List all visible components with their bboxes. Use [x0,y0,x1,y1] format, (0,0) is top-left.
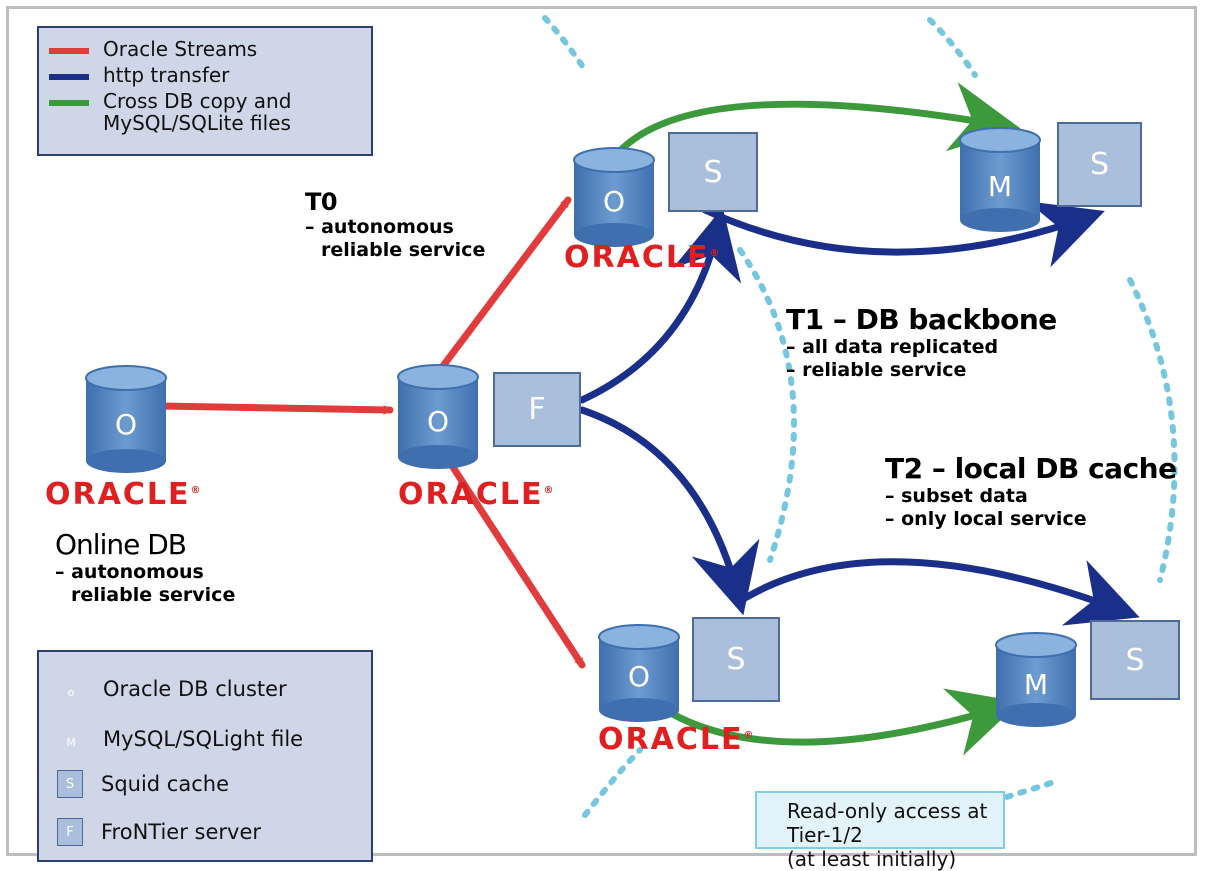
online-db-line1: – autonomous [55,561,204,583]
boundary-note [977,777,1063,808]
t0-label: T0 – autonomous reliable service [305,188,485,262]
boundary-t2 [1127,277,1178,583]
oracle-logo-t1-top: ORACLE® [564,240,720,275]
t1-top-db-cylinder [573,147,655,247]
arrow-legend: Oracle Streams http transfer Cross DB co… [37,26,373,156]
http-transfer-arrows [578,201,1140,626]
tier0-db-cylinder [397,364,479,469]
boundary-t2-bottom [582,747,643,818]
key-row-oracle: o Oracle DB cluster [57,672,287,706]
legend-label-streams: Oracle Streams [103,37,258,61]
top-green-arrow [608,82,1021,164]
t1-title: T1 – DB backbone [786,303,1057,336]
key-mysql-cylinder-icon: M [66,736,76,749]
legend-label-copy: Cross DB copy and MySQL/SQLite files [103,90,291,134]
squid-cache-bottom-t1: S [692,617,780,702]
t2-title: T2 – local DB cache [885,452,1177,485]
key-row-squid: S Squid cache [57,770,229,798]
legend-row-streams: Oracle Streams [49,38,257,60]
online-db-title: Online DB [55,528,187,561]
online-db-letter: O [114,408,138,441]
cross-db-copy-arrows [608,82,1021,756]
frontier-server-box: F [493,372,581,447]
squid-cache-top-t1: S [668,132,758,212]
key-label-oracle: Oracle DB cluster [103,677,287,701]
boundary-t1-top [927,17,978,78]
oracle-logo-online: ORACLE® [45,477,201,512]
t2-bottom-db-letter: M [1023,668,1049,701]
bottom-green-arrow [646,688,1021,756]
tier0-to-t1-bottom-arrow [441,451,586,669]
frontier-to-bottom-squid-arrow [578,406,760,616]
t1-label: T1 – DB backbone – all data replicated –… [786,303,1057,382]
t2-label: T2 – local DB cache – subset data – only… [885,452,1177,531]
t0-line1: – autonomous [305,216,454,238]
legend-label-http: http transfer [103,63,230,87]
key-frontier-square-icon: F [57,818,83,846]
t1-top-db-letter: O [602,185,626,218]
online-db-line2: reliable service [71,584,236,606]
legend-row-copy: Cross DB copy and MySQL/SQLite files [49,90,291,134]
t2-line2: – only local service [885,508,1087,530]
key-row-frontier: F FroNTier server [57,818,261,846]
boundary-t0-top [542,15,588,73]
squid-cache-bottom-t2: S [1090,620,1180,700]
read-only-note: Read-only access at Tier-1/2 (at least i… [755,791,1005,871]
squid-cache-top-t2: S [1057,122,1142,207]
t1-bottom-db-letter: O [627,660,651,693]
green-line-swatch [49,100,89,106]
online-to-tier0-arrow [156,402,394,415]
note-line1: Read-only access at Tier-1/2 [787,799,988,847]
key-label-squid: Squid cache [101,772,229,796]
key-oracle-cylinder-icon: o [67,686,75,699]
node-key-legend: o Oracle DB cluster M MySQL/SQLight file… [37,650,373,862]
boundary-t1 [737,247,797,563]
legend-copy-line1: Cross DB copy and [103,89,292,113]
t0-title: T0 [305,188,338,216]
bottom-squid-to-tier2-arrow [741,558,1140,626]
t1-line2: – reliable service [786,359,967,381]
tier0-db-letter: O [426,405,450,438]
frontier-to-top-squid-arrow [578,207,742,404]
key-label-mysql: MySQL/SQLight file [103,727,304,751]
key-squid-square-icon: S [57,770,83,798]
oracle-logo-t1-bottom: ORACLE® [598,722,754,757]
red-line-swatch [49,48,89,54]
note-line2: (at least initially) [787,847,957,871]
online-db-cylinder [85,365,167,473]
legend-row-http: http transfer [49,64,229,86]
tier0-to-t1-top-arrow [436,196,572,374]
key-row-mysql: M MySQL/SQLight file [57,722,303,756]
oracle-streams-arrows [156,196,586,669]
t1-bottom-db-cylinder [598,624,680,722]
oracle-logo-tier0: ORACLE® [398,477,554,512]
t0-line2: reliable service [321,239,486,261]
t1-line1: – all data replicated [786,336,999,358]
key-label-frontier: FroNTier server [101,820,262,844]
online-db-label: Online DB – autonomous reliable service [55,528,235,607]
t2-line1: – subset data [885,485,1028,507]
t2-top-db-cylinder [959,127,1041,232]
tier-boundaries [542,15,1178,818]
t2-bottom-db-cylinder [995,632,1077,727]
t2-top-db-letter: M [987,170,1013,203]
top-squid-to-tier2-arrow [701,201,1105,268]
blue-line-swatch [49,74,89,80]
legend-copy-line2: MySQL/SQLite files [103,111,291,135]
